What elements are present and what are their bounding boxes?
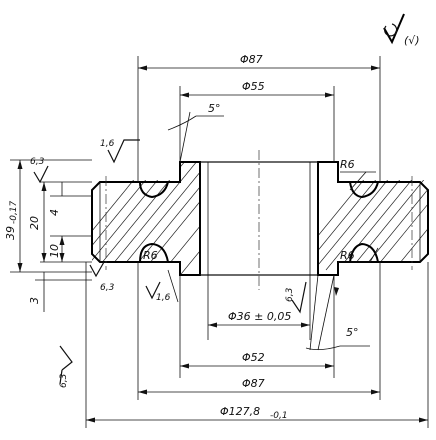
label-height-39-tol: -0,17 [9, 200, 19, 224]
radius-r6-bottom-right: R6 [338, 247, 379, 263]
label-height-10: 10 [48, 244, 61, 258]
roughness-1-6-bottom: 1,6 [145, 269, 179, 303]
label-dia-52: Φ52 [242, 351, 265, 364]
label-rough-1-6-bottom: 1,6 [156, 293, 171, 303]
roughness-symbol-general: (√) [383, 13, 420, 47]
label-height-3: 3 [28, 297, 41, 304]
dim-angle-top: 5° [167, 102, 224, 163]
label-r6-top-right: R6 [340, 158, 355, 171]
dim-angle-bottom: 5° [305, 274, 370, 351]
dim-dia-52: Φ52 [180, 351, 334, 369]
roughness-general-label: (√) [404, 34, 420, 47]
roughness-6-3-far-left: 6,3 [59, 345, 73, 388]
label-dia-87-top: Φ87 [240, 53, 263, 66]
dim-dia-87-top: Φ87 [138, 53, 380, 71]
roughness-6-3-bottom-left: 6,3 [89, 261, 115, 293]
dim-dia-55: Φ55 [180, 80, 334, 98]
label-height-4: 4 [48, 209, 61, 216]
label-angle-top: 5° [208, 102, 221, 115]
dim-height-10: 10 [48, 236, 65, 262]
label-dia-87-bottom: Φ87 [242, 377, 265, 390]
dim-height-39: 39 -0,17 [4, 160, 23, 272]
label-rough-6-3-bore: 6,3 [285, 287, 295, 302]
label-rough-6-3-left: 6,3 [30, 157, 45, 167]
dim-dia-87-bottom: Φ87 [138, 377, 380, 395]
label-rough-6-3-far-left: 6,3 [59, 373, 69, 388]
label-rough-6-3-bottom-left: 6,3 [100, 283, 115, 293]
section-hatching-left [92, 162, 200, 275]
label-dia-127-tol: -0,1 [270, 411, 288, 421]
label-r6-bottom-right: R6 [340, 249, 355, 262]
roughness-1-6-top: 1,6 [100, 139, 140, 164]
label-height-39: 39 [4, 226, 17, 240]
label-dia-127: Φ127,8 [220, 405, 260, 418]
roughness-6-3-bore: 6,3 [285, 281, 307, 314]
label-height-20: 20 [28, 216, 41, 230]
label-r6-bottom-left: R6 [143, 249, 158, 262]
dim-height-20: 20 [28, 182, 47, 262]
dim-height-4: 4 [48, 182, 63, 216]
label-angle-bottom: 5° [346, 326, 359, 339]
roughness-6-3-left: 6,3 [30, 157, 49, 184]
radius-r6-bottom-left: R6 [142, 249, 168, 263]
label-dia-36: Φ36 ± 0,05 [228, 310, 291, 323]
radius-r6-top-right: R6 [340, 158, 376, 191]
dim-dia-36: Φ36 ± 0,05 [208, 310, 310, 328]
dim-height-3: 3 [28, 272, 45, 312]
dim-dia-127: Φ127,8 -0,1 [86, 405, 428, 423]
section-outline [91, 150, 429, 290]
extension-lines [10, 56, 429, 428]
label-dia-55: Φ55 [242, 80, 265, 93]
label-rough-1-6-top: 1,6 [100, 139, 115, 149]
